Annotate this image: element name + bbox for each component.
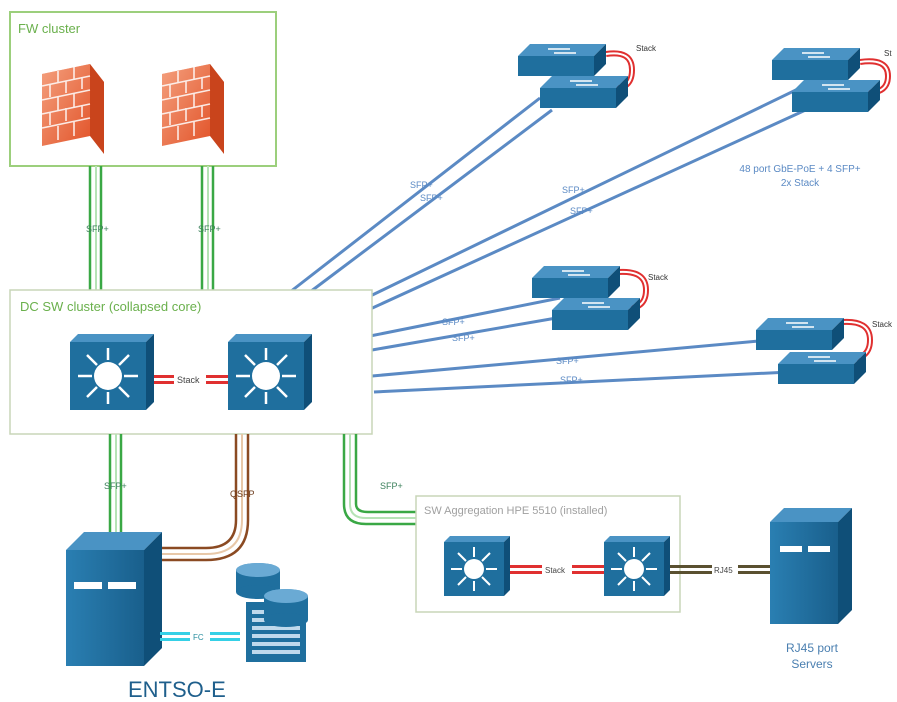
- firewall-icon: [161, 64, 224, 154]
- uplink-labels: SFP+ SFP+ SFP+ SFP+ SFP+ SFP+ SFP+ SFP+: [410, 180, 593, 385]
- fc-label: FC: [193, 633, 204, 642]
- access-switch-icon: [532, 266, 620, 298]
- qsfp-label: QSFP: [230, 489, 255, 499]
- fw-cluster-title: FW cluster: [18, 21, 81, 36]
- servers-label-line1: RJ45 port: [786, 641, 839, 655]
- link-fw2-dc: [200, 166, 215, 290]
- storage-icon: [236, 563, 308, 662]
- access-switch-icon: [518, 44, 606, 76]
- access-desc-line2: 2x Stack: [781, 178, 820, 189]
- stack-label: Stack: [177, 375, 200, 385]
- link-stack1-b: [301, 108, 553, 300]
- sfp-label: SFP+: [420, 193, 443, 203]
- link-stack4-a: [371, 338, 771, 378]
- access-switch-icon: [552, 298, 640, 330]
- sfp-label: SFP+: [198, 224, 221, 234]
- link-stack2-a: [361, 86, 801, 302]
- sfp-label: SFP+: [570, 206, 593, 216]
- access-stack-1: Stack: [518, 44, 657, 108]
- entso-label: ENTSO-E: [128, 677, 226, 702]
- link-dc-entso: SFP+: [104, 434, 127, 540]
- aggregation-title: SW Aggregation HPE 5510 (installed): [424, 505, 607, 517]
- fw-cluster-group: FW cluster: [9, 11, 277, 167]
- link-stack3-b: [371, 314, 569, 352]
- rj45-label: RJ45: [714, 566, 733, 575]
- access-desc-line1: 48 port GbE-PoE + 4 SFP+: [739, 164, 860, 175]
- core-switch-icon: [70, 334, 154, 410]
- stack-label: Stack: [636, 44, 657, 53]
- sfp-label: SFP+: [562, 185, 585, 195]
- link-dc-entso-qsfp: QSFP: [160, 434, 255, 562]
- access-stack-2: St: [772, 48, 892, 112]
- agg-switch-icon: [444, 536, 510, 596]
- link-dc-aggregation: SFP+: [342, 434, 416, 526]
- agg-switch-icon: [604, 536, 670, 596]
- dc-cluster-group: DC SW cluster (collapsed core) Stack: [9, 289, 373, 435]
- sfp-label: SFP+: [410, 180, 433, 190]
- access-stack-4: Stack: [756, 318, 893, 384]
- link-stack2-b: [367, 106, 811, 312]
- link-stack1-a: [289, 96, 541, 294]
- sfp-label: SFP+: [560, 375, 583, 385]
- agg-stack-link: Stack: [500, 563, 610, 576]
- uplinks-access: [289, 86, 811, 394]
- fw-dc-links: SFP+ SFP+: [86, 166, 221, 290]
- sfp-label: SFP+: [452, 333, 475, 343]
- link-fc: FC: [160, 630, 240, 643]
- access-stack-3: Stack: [532, 266, 669, 330]
- link-fw1-dc: [88, 166, 103, 290]
- core-switch-icon: [228, 334, 312, 410]
- access-switch-icon: [756, 318, 844, 350]
- sfp-label: SFP+: [104, 481, 127, 491]
- access-switch-icon: [778, 352, 866, 384]
- aggregation-group: SW Aggregation HPE 5510 (installed) Stac…: [415, 495, 681, 613]
- stack-label: Stack: [872, 320, 893, 329]
- access-switch-icon: [772, 48, 860, 80]
- stack-label: St: [884, 49, 892, 58]
- server-icon: [66, 532, 162, 666]
- servers-label-line2: Servers: [791, 657, 832, 671]
- link-agg-servers: RJ45: [670, 563, 772, 576]
- sfp-label: SFP+: [86, 224, 109, 234]
- server-icon: [770, 508, 852, 624]
- dc-stack-link: Stack: [146, 373, 234, 386]
- sfp-label: SFP+: [380, 481, 403, 491]
- stack-label: Stack: [648, 273, 669, 282]
- access-switch-icon: [792, 80, 880, 112]
- link-stack4-b: [373, 370, 791, 394]
- sfp-label: SFP+: [556, 356, 579, 366]
- link-stack3-a: [369, 296, 561, 338]
- access-switch-icon: [540, 76, 628, 108]
- firewall-icon: [41, 64, 104, 154]
- sfp-label: SFP+: [442, 317, 465, 327]
- dc-cluster-title: DC SW cluster (collapsed core): [20, 299, 201, 314]
- stack-label: Stack: [545, 566, 566, 575]
